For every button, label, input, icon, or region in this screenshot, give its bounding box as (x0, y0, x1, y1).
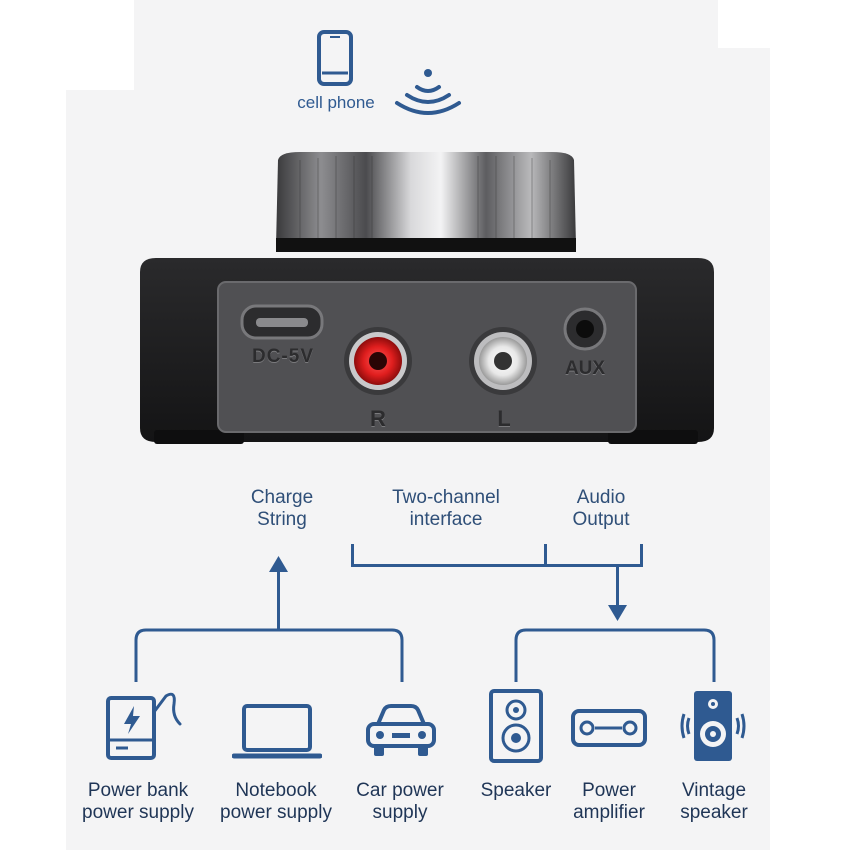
charge-string-label: Charge String (250, 487, 314, 530)
port-label-aux: AUX (564, 358, 606, 379)
cell-phone-label: cell phone (297, 93, 375, 112)
power-amplifier-label: Power amplifier (573, 780, 645, 823)
background-corner (66, 0, 134, 90)
vintage-speaker-label: Vintage speaker (680, 780, 748, 823)
background-corner (718, 0, 770, 48)
bracket-tick-right (640, 544, 643, 567)
bracket-tick-left (351, 544, 354, 567)
speaker-label: Speaker (480, 780, 552, 801)
audio-down-line (616, 564, 619, 614)
power-bank-icon (106, 692, 182, 760)
bracket-tick-mid (544, 544, 547, 567)
amplifier-icon (571, 709, 647, 747)
output-bracket (514, 628, 716, 682)
arrow-up-icon (269, 556, 288, 572)
port-label-r: R (370, 406, 386, 431)
car-power-label: Car power supply (356, 780, 444, 823)
smartphone-icon (317, 30, 353, 86)
laptop-icon (232, 704, 322, 759)
vintage-speaker-icon (680, 691, 746, 761)
car-icon (366, 704, 436, 756)
power-bracket (134, 628, 404, 682)
notebook-label: Notebook power supply (220, 780, 332, 823)
bracket-bottom-line (351, 564, 643, 567)
wireless-signal-icon (395, 69, 461, 115)
audio-output-label: Audio Output (572, 487, 630, 530)
power-bank-label: Power bank power supply (82, 780, 194, 823)
port-label-l: L (497, 406, 511, 431)
bluetooth-receiver-device (140, 152, 714, 444)
speaker-icon (489, 689, 543, 763)
arrow-down-icon (608, 605, 627, 621)
charge-up-line (277, 570, 280, 630)
port-label-dc: DC-5V (251, 346, 314, 367)
two-channel-label: Two-channel interface (392, 487, 500, 530)
